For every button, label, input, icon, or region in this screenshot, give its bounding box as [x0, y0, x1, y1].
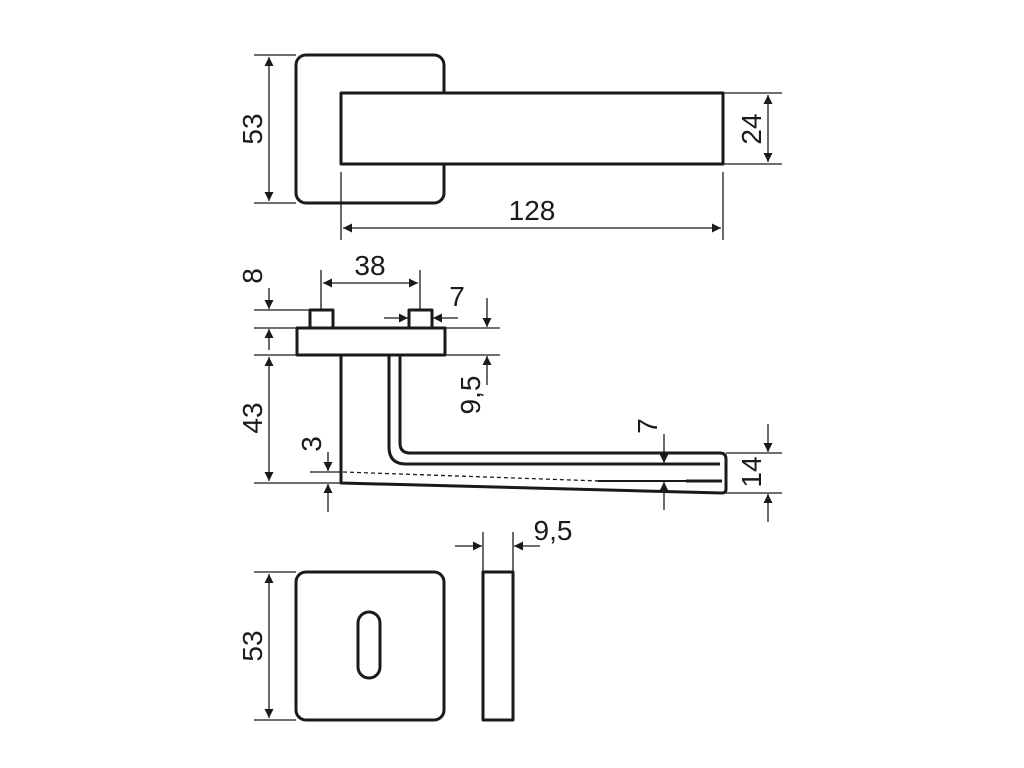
dim-label-rose-thickness: 9,5: [455, 376, 486, 415]
dim-label-pin-width: 7: [449, 281, 465, 312]
dim-label-lever-thickness: 24: [736, 113, 767, 144]
dim-label-escutcheon-height: 53: [237, 630, 268, 661]
escutcheon-view: 9,5 53: [237, 515, 573, 722]
side-view-lever-inner: [387, 355, 720, 466]
side-view-hidden-line: [342, 471, 601, 482]
dim-label-lever-gap: 7: [632, 418, 663, 434]
dim-label-lever-end: 14: [736, 456, 767, 487]
dim-label-offset-height: 43: [237, 402, 268, 433]
side-view-pin-right: [407, 308, 434, 330]
escutcheon-front: [294, 570, 446, 722]
dim-label-escutcheon-thickness: 9,5: [534, 515, 573, 546]
side-view-rose-plate: [295, 326, 447, 357]
dim-label-bottom-gap: 3: [296, 436, 327, 452]
side-view: 38 8 7 9,5 43 3 7 14: [237, 250, 782, 522]
dim-label-pin-height: 8: [237, 268, 268, 284]
escutcheon-side: [481, 570, 515, 722]
side-view-pin-left: [308, 308, 335, 330]
top-view-lever: [339, 91, 725, 166]
dim-label-lever-length: 128: [509, 195, 556, 226]
dim-label-rose-height: 53: [237, 113, 268, 144]
top-view: 53 24 128: [237, 53, 782, 240]
escutcheon-keyhole: [356, 610, 382, 680]
side-view-lever-outline: [339, 355, 728, 495]
dim-label-pin-spacing: 38: [354, 250, 385, 281]
